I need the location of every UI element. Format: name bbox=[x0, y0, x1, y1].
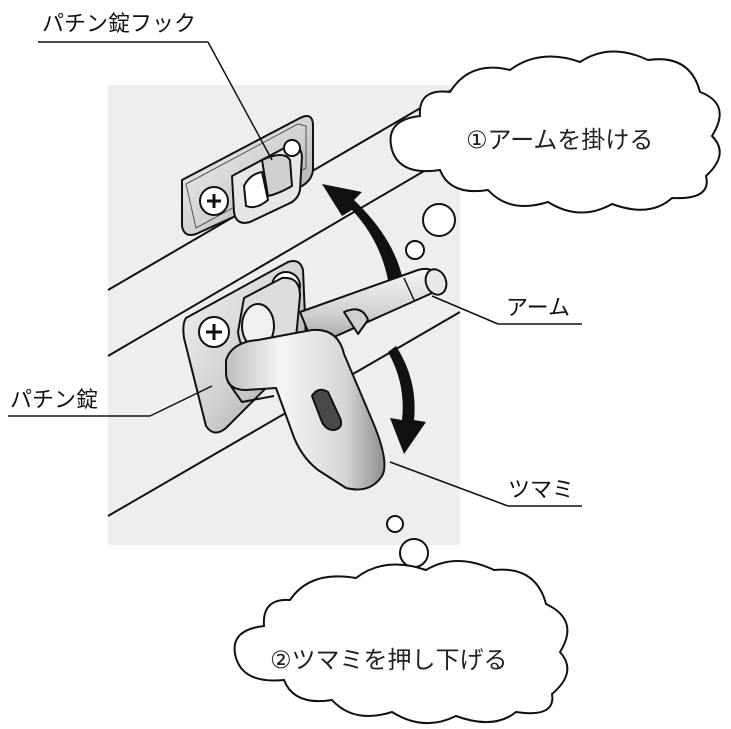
hook-plate bbox=[181, 115, 314, 236]
step1-text: ①アームを掛ける bbox=[466, 126, 654, 154]
step2-text: ②ツマミを押し下げる bbox=[270, 646, 508, 674]
arm-leader bbox=[431, 295, 582, 325]
knob-lever bbox=[225, 328, 386, 491]
hook-label: パチン錠フック bbox=[42, 12, 197, 37]
latch-leader bbox=[8, 385, 213, 417]
hook-leader bbox=[38, 41, 273, 161]
latch-label: パチン錠 bbox=[10, 388, 99, 413]
thought-bubble-2 bbox=[233, 515, 569, 725]
down-arrow bbox=[388, 346, 426, 454]
knob-label: ツマミ bbox=[508, 478, 575, 503]
up-arrow bbox=[322, 184, 402, 280]
knob-leader bbox=[389, 461, 582, 507]
arm-rod bbox=[299, 267, 448, 347]
arm-label: アーム bbox=[506, 296, 571, 321]
thought-bubble-1 bbox=[389, 50, 721, 260]
